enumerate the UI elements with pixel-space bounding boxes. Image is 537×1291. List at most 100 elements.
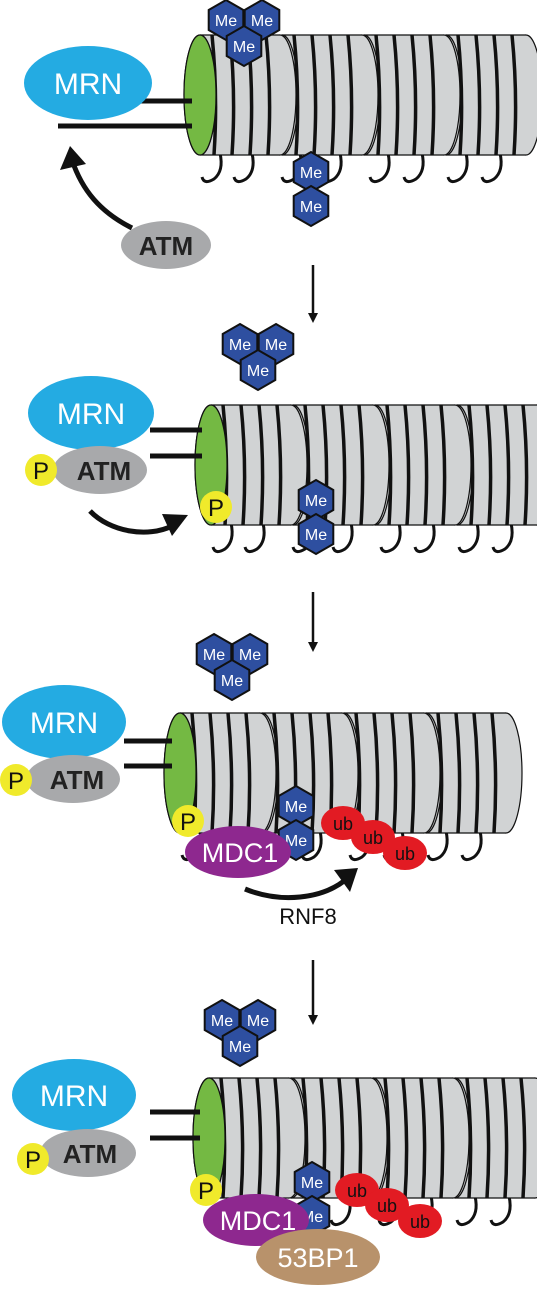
histone-tail xyxy=(368,152,391,184)
dna-wrap xyxy=(439,404,447,526)
ubiquitin-label: ub xyxy=(347,1181,367,1201)
methyl-label: Me xyxy=(265,337,287,354)
atm-label: ATM xyxy=(139,231,193,261)
dna-wrap xyxy=(465,1077,473,1199)
dna-wrap xyxy=(239,404,247,526)
dna-wrap xyxy=(244,712,252,834)
histone-tail xyxy=(402,152,425,184)
histone-tail xyxy=(331,522,354,554)
dna-wrap xyxy=(401,1077,409,1199)
mrn-complex xyxy=(28,376,154,450)
dna-wrap xyxy=(346,34,354,156)
methyl-mark xyxy=(213,658,251,702)
ubiquitin xyxy=(351,820,395,854)
dna-wrap xyxy=(503,404,511,526)
dna-wrap xyxy=(474,34,482,156)
ubiquitin-label: ub xyxy=(333,814,353,834)
methyl-label: Me xyxy=(247,363,269,380)
dna-wrap xyxy=(392,34,400,156)
dna-wrap xyxy=(437,1077,445,1199)
dna-wrap xyxy=(483,1077,491,1199)
mrn-label: MRN xyxy=(54,68,122,101)
histone-tail xyxy=(457,522,480,554)
dna-wrap xyxy=(257,404,265,526)
atm-kinase xyxy=(40,1129,136,1177)
dna-wrap xyxy=(472,712,480,834)
histone-tail xyxy=(455,1195,478,1227)
phospho-atm xyxy=(17,1143,49,1175)
phospho-histone-label: P xyxy=(180,809,196,836)
mdc1-label: MDC1 xyxy=(220,1206,297,1236)
chromatin-fiber xyxy=(194,404,537,554)
ubiquitin-chain: ub ub ub xyxy=(335,1173,442,1238)
methyl-mark xyxy=(297,512,335,556)
histone-tail xyxy=(379,522,402,554)
methyl-mark xyxy=(225,24,263,68)
ubiquitin xyxy=(398,1204,442,1238)
phospho-atm xyxy=(25,454,57,486)
histone-tail xyxy=(446,152,469,184)
dna-wrap xyxy=(292,34,300,156)
ubiquitin-label: ub xyxy=(363,828,383,848)
methyl-mark xyxy=(221,1024,259,1068)
methyl-label: Me xyxy=(203,647,225,664)
methyl-label: Me xyxy=(211,1013,233,1030)
mdc1-protein xyxy=(203,1194,309,1246)
dna-wrap xyxy=(403,404,411,526)
methyl-mark xyxy=(239,348,277,392)
53bp1-protein xyxy=(256,1229,380,1285)
methyl-label: Me xyxy=(285,833,307,850)
phospho-histone xyxy=(190,1174,222,1206)
ubiquitin xyxy=(383,836,427,870)
methyl-label: Me xyxy=(215,13,237,30)
methyl-label: Me xyxy=(221,673,243,690)
histone-tail xyxy=(300,830,323,862)
methyl-label: Me xyxy=(305,493,327,510)
methyl-label: Me xyxy=(229,337,251,354)
dna-wrap xyxy=(410,34,418,156)
dna-wrap xyxy=(357,404,365,526)
ubiquitin-label: ub xyxy=(377,1196,397,1216)
recruitment-arrowhead xyxy=(60,146,86,170)
phospho-atm-label: P xyxy=(33,458,49,485)
dna-wrap xyxy=(374,34,382,156)
methyl-label: Me xyxy=(239,647,261,664)
phospho-histone-label: P xyxy=(198,1178,214,1205)
methyl-label: Me xyxy=(251,13,273,30)
dna-wrap xyxy=(436,712,444,834)
atm-label: ATM xyxy=(50,765,104,795)
mrn-label: MRN xyxy=(30,707,98,740)
dna-wrap xyxy=(521,404,529,526)
mrn-complex xyxy=(24,46,152,120)
methyl-label: Me xyxy=(300,165,322,182)
dna-wrap xyxy=(519,1077,527,1199)
phospho-atm xyxy=(0,764,32,796)
dna-wrap xyxy=(308,712,316,834)
histone-tail xyxy=(460,830,483,862)
phospho-atm-label: P xyxy=(8,768,24,795)
phosphorylation-arrowhead xyxy=(162,514,188,536)
dna-wrap xyxy=(264,34,272,156)
dna-wrap xyxy=(208,712,216,834)
dna-wrap xyxy=(383,1077,391,1199)
dna-wrap xyxy=(421,404,429,526)
dna-wrap xyxy=(339,404,347,526)
dna-wrap xyxy=(501,1077,509,1199)
mdc1-protein xyxy=(185,826,291,878)
phospho-histone xyxy=(200,491,232,523)
mrn-complex xyxy=(12,1059,136,1131)
dna-wrap xyxy=(255,1077,263,1199)
histone-tail xyxy=(200,152,223,184)
atm-label: ATM xyxy=(63,1139,117,1169)
53bp1-label: 53BP1 xyxy=(277,1243,358,1273)
ubiquitin-label: ub xyxy=(395,844,415,864)
mrn-label: MRN xyxy=(40,1080,108,1113)
methyl-label: Me xyxy=(247,1013,269,1030)
